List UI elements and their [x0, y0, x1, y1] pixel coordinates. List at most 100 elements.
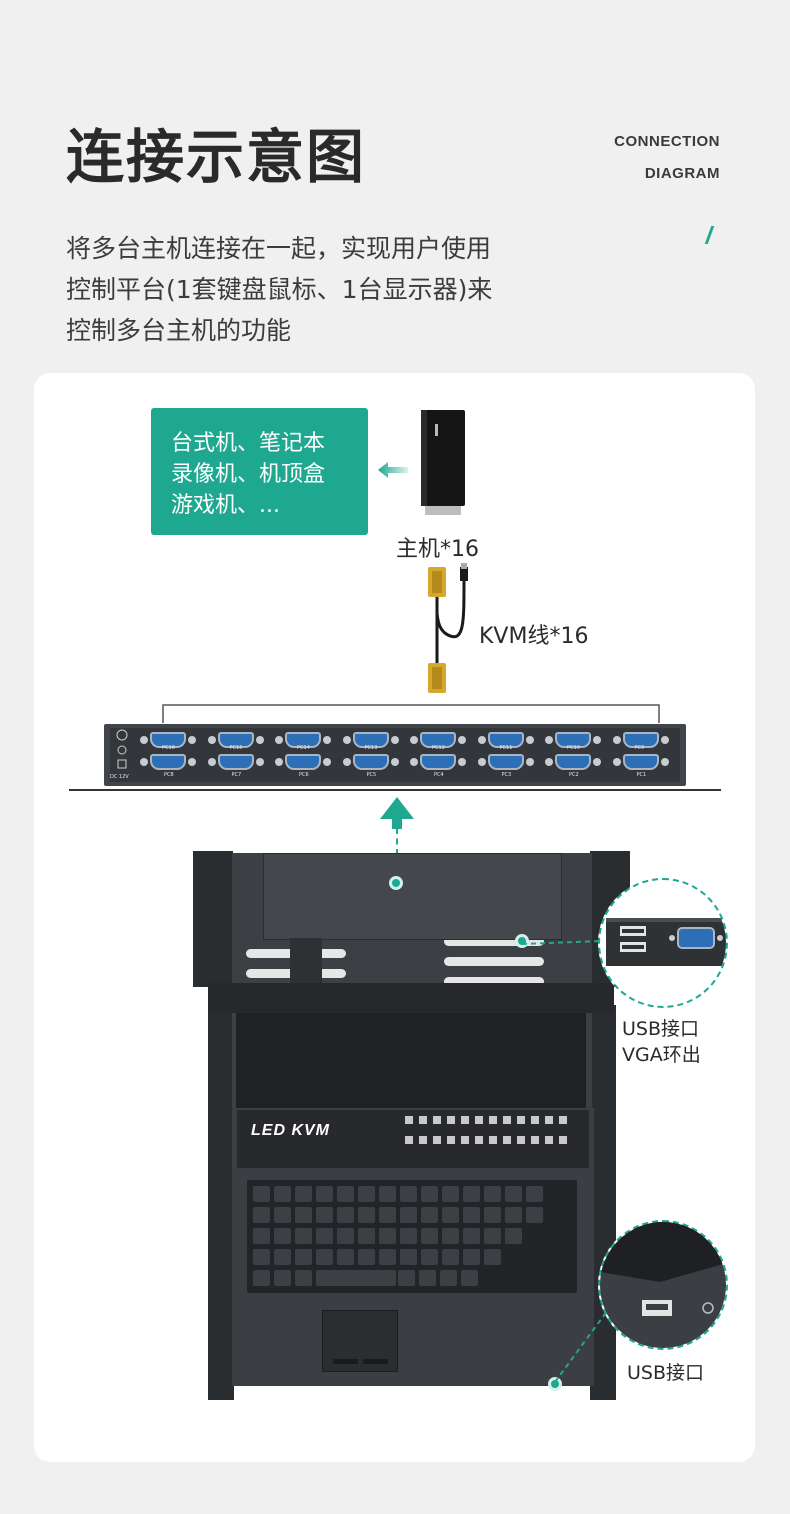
port-select-button[interactable] [405, 1116, 413, 1124]
key[interactable] [379, 1228, 396, 1244]
key[interactable] [337, 1207, 354, 1223]
key[interactable] [442, 1186, 459, 1202]
port-select-button[interactable] [503, 1116, 511, 1124]
key[interactable] [400, 1207, 417, 1223]
port-select-button[interactable] [489, 1116, 497, 1124]
key[interactable] [463, 1228, 480, 1244]
key[interactable] [337, 1186, 354, 1202]
key[interactable] [442, 1249, 459, 1265]
key[interactable] [337, 1228, 354, 1244]
port-select-button[interactable] [419, 1136, 427, 1144]
key[interactable] [295, 1186, 312, 1202]
port-select-button[interactable] [447, 1136, 455, 1144]
key[interactable] [358, 1228, 375, 1244]
key[interactable] [400, 1186, 417, 1202]
key[interactable] [442, 1207, 459, 1223]
key[interactable] [295, 1249, 312, 1265]
key[interactable] [253, 1186, 270, 1202]
vga-port-pc8: PC8 [140, 752, 196, 778]
key[interactable] [316, 1249, 333, 1265]
port-select-button[interactable] [559, 1116, 567, 1124]
port-select-button[interactable] [545, 1116, 553, 1124]
port-select-button[interactable] [433, 1116, 441, 1124]
port-select-button[interactable] [461, 1116, 469, 1124]
screw [593, 758, 601, 766]
screw [410, 736, 418, 744]
key[interactable] [461, 1270, 478, 1286]
key[interactable] [463, 1249, 480, 1265]
key[interactable] [358, 1249, 375, 1265]
key[interactable] [379, 1207, 396, 1223]
key[interactable] [337, 1249, 354, 1265]
port-select-button[interactable] [531, 1136, 539, 1144]
key[interactable] [274, 1228, 291, 1244]
key[interactable] [421, 1186, 438, 1202]
key[interactable] [463, 1186, 480, 1202]
port-select-button[interactable] [447, 1116, 455, 1124]
port-select-button[interactable] [489, 1136, 497, 1144]
key[interactable] [505, 1228, 522, 1244]
key[interactable] [316, 1270, 396, 1286]
key[interactable] [274, 1207, 291, 1223]
port-select-button[interactable] [419, 1116, 427, 1124]
port-label: PC8 [164, 772, 174, 778]
rack-rear-module [263, 853, 562, 940]
key[interactable] [505, 1186, 522, 1202]
port-label: PC12 [432, 745, 445, 751]
key[interactable] [484, 1249, 501, 1265]
port-select-button[interactable] [517, 1136, 525, 1144]
key[interactable] [274, 1249, 291, 1265]
port-select-button[interactable] [475, 1136, 483, 1144]
key[interactable] [419, 1270, 436, 1286]
key[interactable] [316, 1228, 333, 1244]
key[interactable] [295, 1207, 312, 1223]
key[interactable] [526, 1207, 543, 1223]
key[interactable] [421, 1207, 438, 1223]
port-select-button[interactable] [503, 1136, 511, 1144]
port-select-button[interactable] [475, 1116, 483, 1124]
key[interactable] [379, 1186, 396, 1202]
key[interactable] [400, 1249, 417, 1265]
vga-port-pc11: PC11 [477, 730, 534, 751]
key[interactable] [442, 1228, 459, 1244]
rear-callout-line-2: VGA环出 [622, 1044, 701, 1066]
key[interactable] [379, 1249, 396, 1265]
port-select-button[interactable] [461, 1136, 469, 1144]
lcd-screen [236, 1013, 586, 1108]
key[interactable] [484, 1186, 501, 1202]
key[interactable] [484, 1228, 501, 1244]
port-label: PC3 [501, 772, 512, 778]
key[interactable] [316, 1186, 333, 1202]
port-select-button[interactable] [405, 1136, 413, 1144]
key[interactable] [253, 1270, 270, 1286]
key[interactable] [398, 1270, 415, 1286]
port-select-button[interactable] [531, 1116, 539, 1124]
key[interactable] [253, 1207, 270, 1223]
port-select-button[interactable] [545, 1136, 553, 1144]
key[interactable] [253, 1228, 270, 1244]
key[interactable] [421, 1249, 438, 1265]
screw [188, 736, 196, 744]
arrow-up-icon [380, 797, 414, 829]
key[interactable] [253, 1249, 270, 1265]
key[interactable] [295, 1228, 312, 1244]
key[interactable] [295, 1270, 312, 1286]
key[interactable] [400, 1228, 417, 1244]
screw [342, 736, 351, 744]
front-callout-label: USB接口 [627, 1362, 705, 1384]
key[interactable] [526, 1186, 543, 1202]
key[interactable] [274, 1186, 291, 1202]
port-select-button[interactable] [517, 1116, 525, 1124]
port-select-button[interactable] [433, 1136, 441, 1144]
key[interactable] [484, 1207, 501, 1223]
key[interactable] [505, 1207, 522, 1223]
key[interactable] [358, 1207, 375, 1223]
key[interactable] [421, 1228, 438, 1244]
key[interactable] [358, 1186, 375, 1202]
key[interactable] [274, 1270, 291, 1286]
key[interactable] [463, 1207, 480, 1223]
port-select-button[interactable] [559, 1136, 567, 1144]
key[interactable] [440, 1270, 457, 1286]
key[interactable] [316, 1207, 333, 1223]
key[interactable] [377, 1270, 394, 1286]
